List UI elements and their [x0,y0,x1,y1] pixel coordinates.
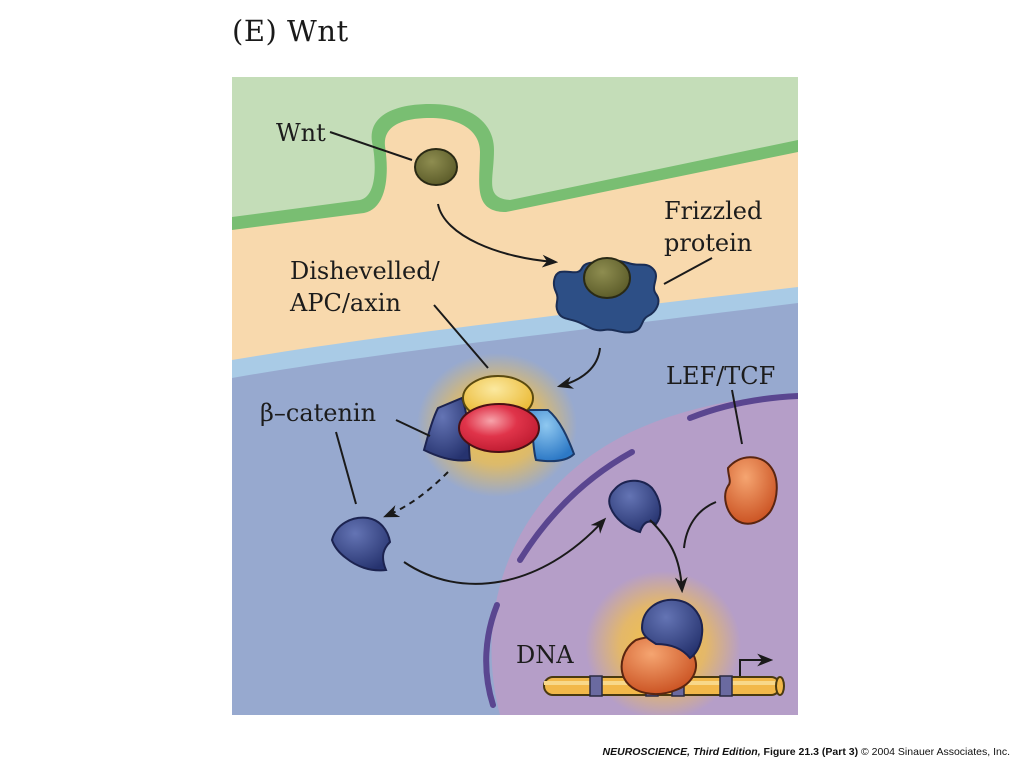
label-dna: DNA [516,641,574,669]
wnt-bound-ligand [583,257,631,299]
credit-copyright: © 2004 Sinauer Associates, Inc. [861,746,1010,758]
panel-title: (E) Wnt [232,14,349,48]
arrow-beta-catenin-to-nucleus [403,517,607,585]
label-beta-catenin: β–catenin [260,399,376,427]
nuclear-envelope [687,393,798,421]
leader-dishevelled [433,304,489,369]
label-wnt: Wnt [276,119,326,147]
label-dishevelled-2: APC/axin [289,289,401,317]
nuclear-envelope [483,602,500,708]
label-lef-tcf: LEF/TCF [666,362,775,390]
beta-catenin-bound [640,598,704,660]
credit-book: NEUROSCIENCE, Third Edition, [602,746,761,758]
leader-wnt [329,131,413,161]
transcription-start-arrow [739,653,774,676]
arrow-wnt-to-frizzled [437,203,559,268]
label-frizzled-2: protein [664,229,752,257]
arrow-frizzled-to-complex [556,347,601,389]
lef-tcf-protein [724,456,778,525]
label-frizzled-1: Frizzled [664,197,762,225]
arrow-beta-catenin-to-dna [649,519,688,594]
figure-credit: NEUROSCIENCE, Third Edition, Figure 21.3… [603,746,1010,758]
credit-figure: Figure 21.3 (Part 3) [763,746,859,758]
leader-frizzled [663,257,713,285]
label-dishevelled-1: Dishevelled/ [290,257,441,285]
complex-center-subunit [458,403,540,453]
beta-catenin-nuclear [608,479,662,534]
dna-band [589,675,603,697]
dna-band [719,675,733,697]
arrow-lef-tcf-to-dna [683,501,717,549]
arrow-complex-to-beta-catenin [383,471,449,518]
destruction-complex [422,375,576,463]
nuclear-envelope [517,449,635,563]
leader-beta-catenin-free [335,431,357,505]
beta-catenin-cytoplasmic [330,516,392,572]
leader-beta-catenin [395,419,431,437]
wnt-ligand [414,148,458,186]
leader-lef-tcf [731,389,743,445]
